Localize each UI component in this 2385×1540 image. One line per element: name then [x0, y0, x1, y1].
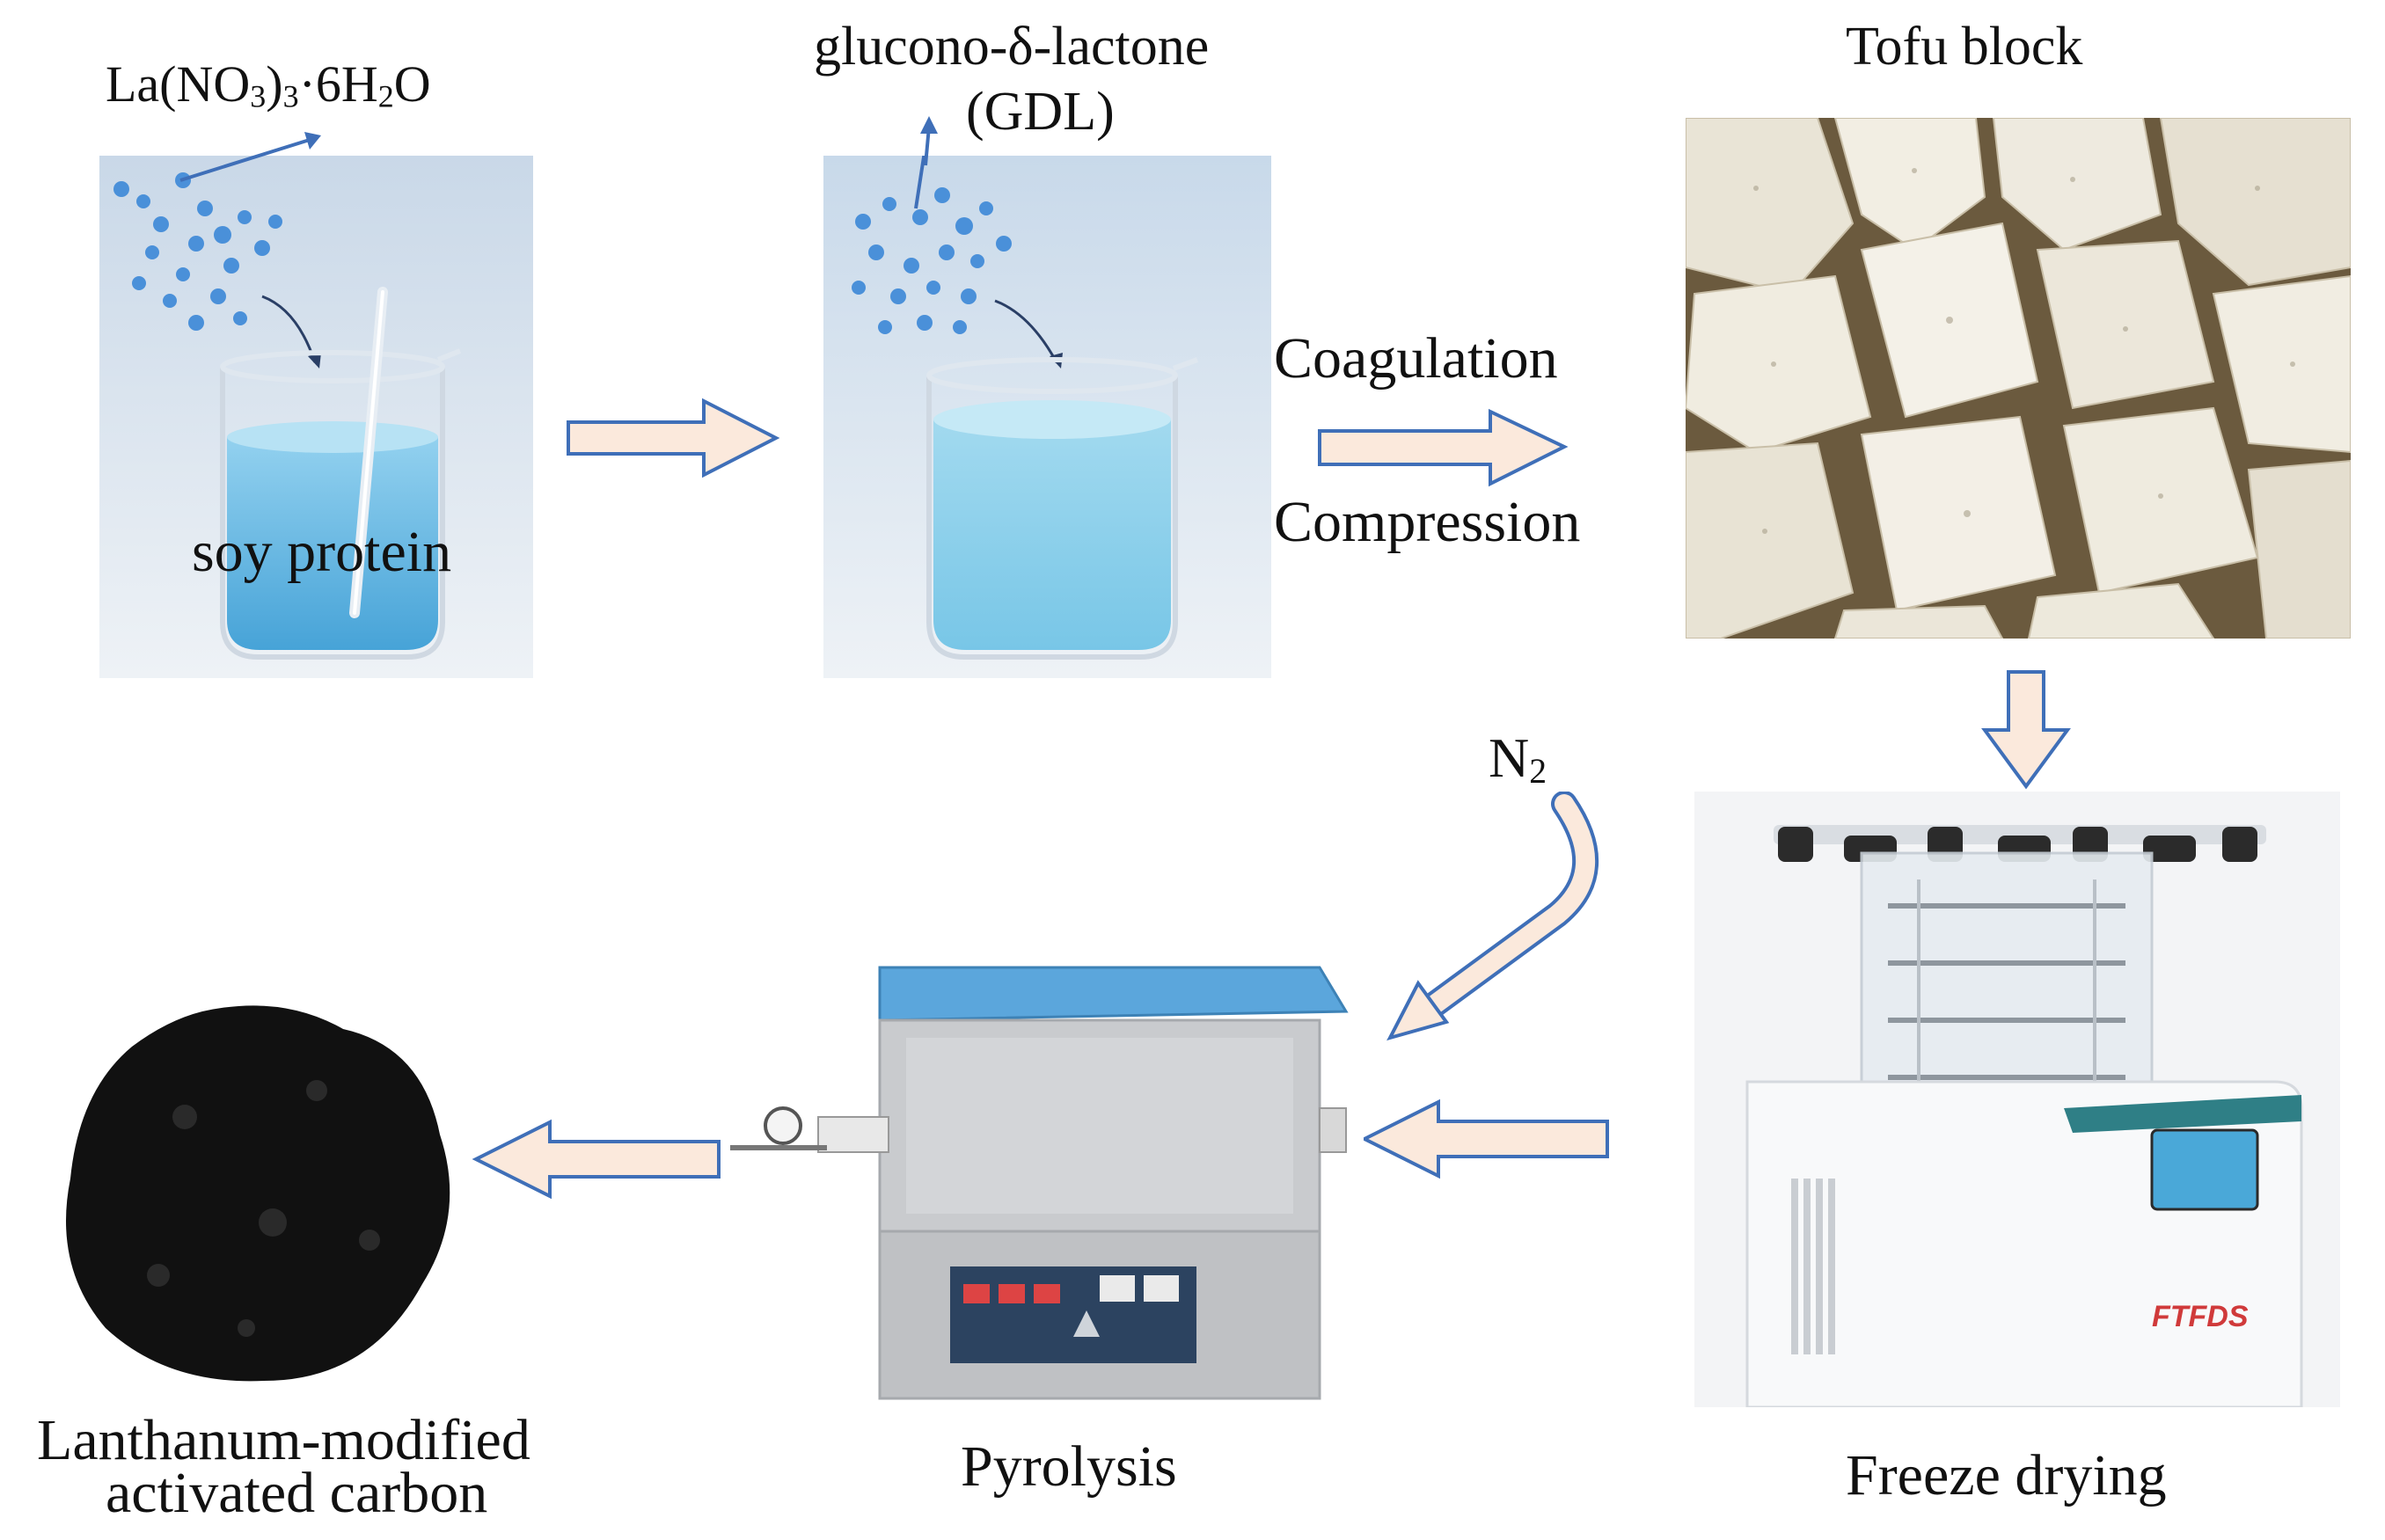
nitrogen-inflow-arrow — [1386, 792, 1599, 1041]
soy-protein-label: soy protein — [192, 520, 452, 584]
product-label-line2: activated carbon — [106, 1461, 488, 1525]
gdl-abbr-label: (GDL) — [966, 82, 1115, 142]
freeze-dryer-brand-logo: FTFDS — [2152, 1300, 2249, 1333]
freeze-drying-label: Freeze drying — [1846, 1443, 2167, 1507]
freeze-dryer-image: FTFDS — [1694, 792, 2340, 1407]
tube-furnace-image — [730, 906, 1364, 1416]
soy-protein-beaker-image — [99, 156, 533, 678]
product-label-line1: Lanthanum-modified — [37, 1408, 530, 1472]
gdl-name-label: glucono-δ-lactone — [814, 17, 1210, 77]
process-arrow-5 — [472, 1119, 721, 1200]
gdl-beaker-image — [823, 156, 1271, 678]
process-arrow-1 — [567, 398, 780, 478]
nitrogen-label: N2 — [1489, 726, 1547, 792]
process-arrow-3-down — [1981, 670, 2071, 790]
lanthanum-pointer-arrow — [179, 132, 321, 182]
coagulation-label: Coagulation — [1274, 326, 1558, 390]
activated-carbon-image — [53, 994, 475, 1398]
gdl-pointer-arrowhead — [920, 116, 938, 166]
lanthanum-nitrate-label: La(NO3)3·6H2O — [106, 55, 431, 114]
process-arrow-4 — [1360, 1098, 1609, 1179]
process-arrow-2 — [1318, 408, 1569, 487]
tofu-block-image — [1686, 118, 2351, 639]
pyrolysis-label: Pyrolysis — [961, 1434, 1177, 1499]
compression-label: Compression — [1274, 490, 1581, 554]
tofu-block-label: Tofu block — [1846, 17, 2083, 77]
